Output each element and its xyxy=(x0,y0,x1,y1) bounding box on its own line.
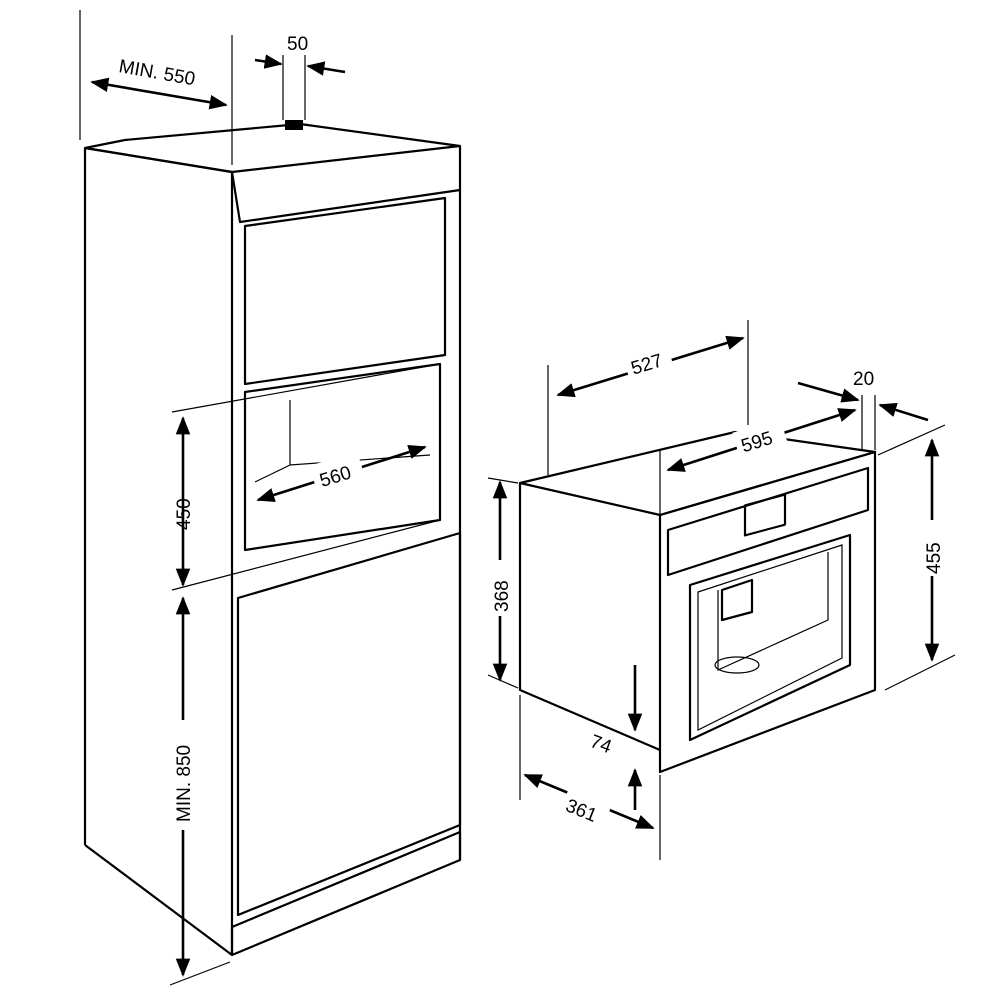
appliance-front-frame xyxy=(658,450,877,774)
dim-455: 455 xyxy=(924,542,945,574)
cabinet-dimensions: MIN. 550 50 450 560 MIN. 850 xyxy=(79,10,441,986)
coffee-spout xyxy=(720,578,754,622)
appliance-dimensions: 527 595 20 455 368 74 361 xyxy=(487,320,956,860)
appliance-top xyxy=(518,430,877,517)
cabinet-upper-door xyxy=(243,196,447,386)
vent-slot xyxy=(285,120,303,130)
cabinet-top-slab xyxy=(83,122,462,224)
dim-74: 74 xyxy=(587,731,614,758)
brewing-compartment xyxy=(688,533,852,742)
dim-50: 50 xyxy=(287,34,308,55)
cabinet-drawing xyxy=(83,120,462,957)
cabinet-lower-door xyxy=(236,531,462,917)
cabinet-plinth xyxy=(230,830,462,957)
coffee-machine-drawing xyxy=(518,430,877,774)
dim-min-550: MIN. 550 xyxy=(117,56,197,90)
dim-min-850: MIN. 850 xyxy=(174,745,195,822)
control-panel xyxy=(666,466,870,577)
dim-20: 20 xyxy=(853,369,874,390)
dim-368: 368 xyxy=(492,580,513,612)
dim-450: 450 xyxy=(174,498,195,530)
display-screen xyxy=(743,493,787,537)
drip-tray xyxy=(714,656,760,674)
